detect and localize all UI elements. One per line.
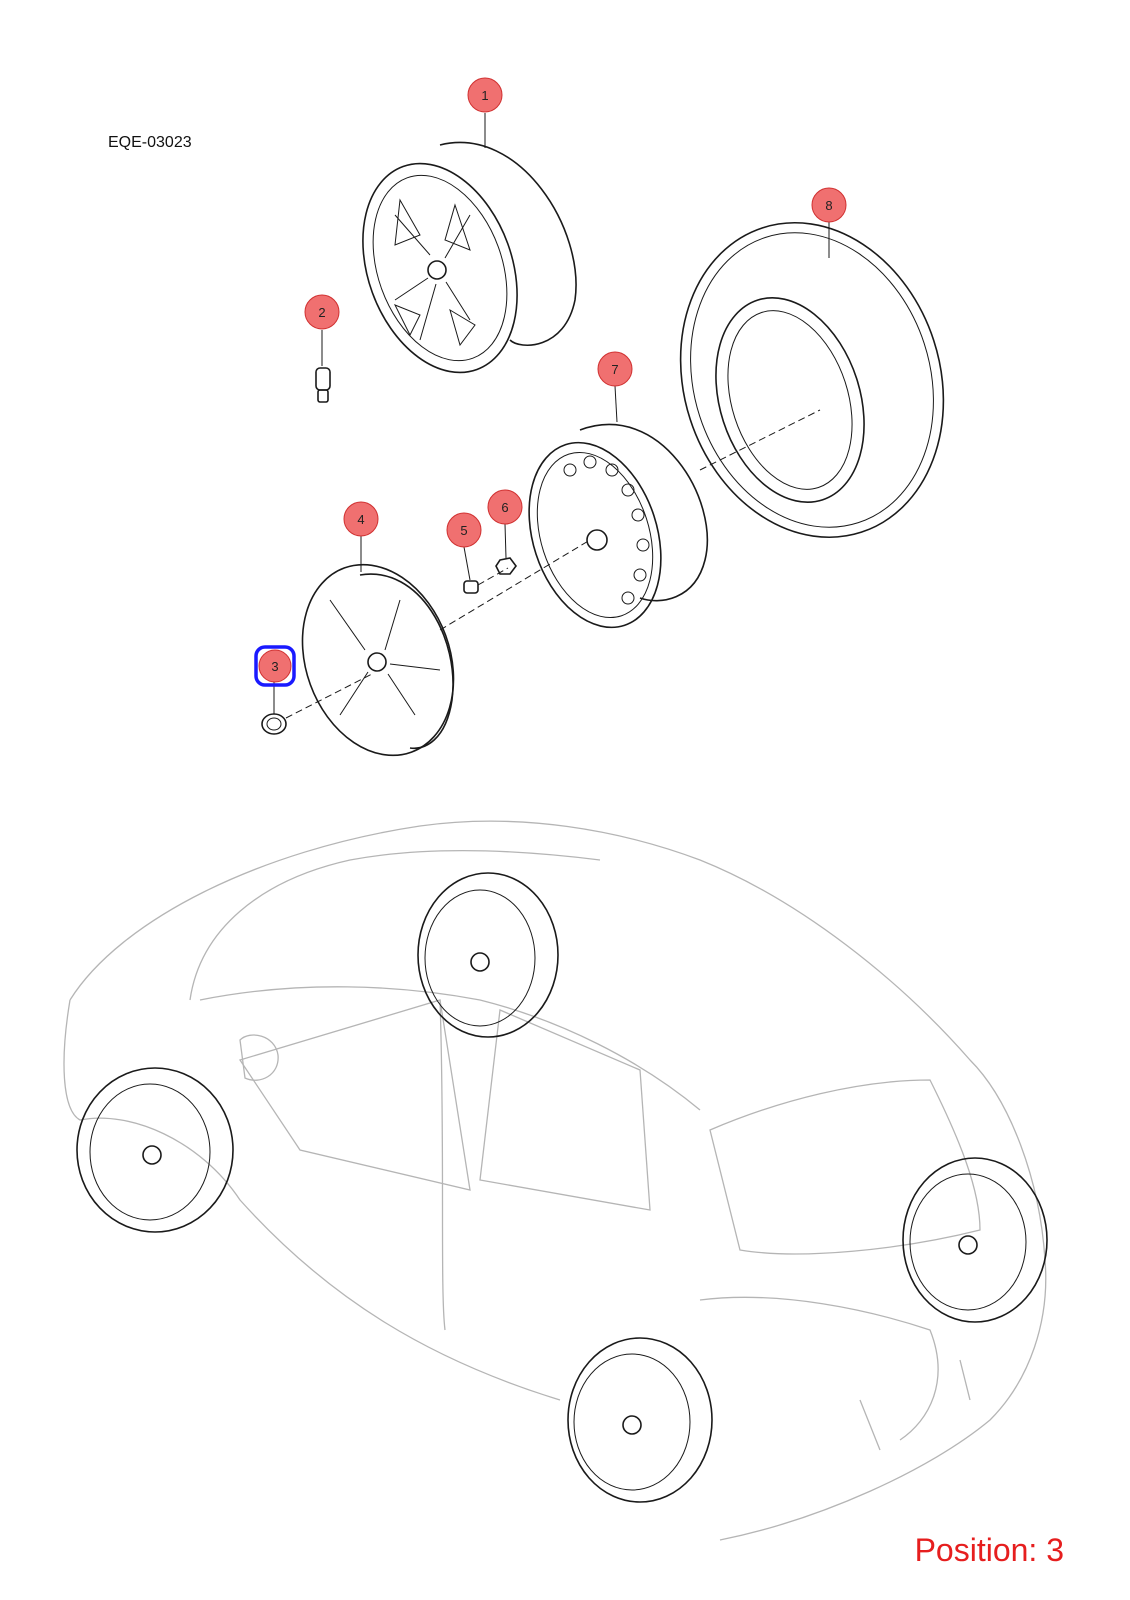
callout-4[interactable]: 4 (343, 501, 379, 537)
vehicle-wheel-rear-left (567, 1337, 713, 1503)
selection-outline (254, 645, 296, 687)
callout-leaders (273, 113, 830, 714)
vehicle-wheel-rear-right (902, 1157, 1048, 1323)
wheel-trim-part[interactable] (277, 543, 479, 776)
tyre-valve-part[interactable] (315, 367, 331, 403)
svg-text:7: 7 (611, 362, 618, 377)
svg-text:2: 2 (318, 305, 325, 320)
wheel-nut-part[interactable] (495, 557, 517, 575)
diagram-code: EQE-03023 (108, 134, 192, 151)
svg-text:3: 3 (271, 659, 278, 674)
svg-text:1: 1 (481, 88, 488, 103)
callout-1[interactable]: 1 (467, 77, 503, 113)
callout-3[interactable]: 3 (254, 645, 296, 687)
svg-text:6: 6 (501, 500, 508, 515)
selected-position-label: Position: 3 (914, 1532, 1064, 1568)
alloy-wheel-part[interactable] (335, 141, 577, 394)
callout-5[interactable]: 5 (446, 512, 482, 548)
svg-text:5: 5 (460, 523, 467, 538)
centre-cap-part[interactable] (261, 713, 287, 735)
callout-8[interactable]: 8 (811, 187, 847, 223)
svg-text:8: 8 (825, 198, 832, 213)
vehicle-outline (63, 820, 1047, 1541)
steel-wheel-part[interactable] (507, 423, 709, 645)
vehicle-wheel-front-right (417, 872, 559, 1038)
callout-6[interactable]: 6 (487, 489, 523, 525)
wheel-bolt-part[interactable] (463, 580, 479, 594)
tyre-part[interactable] (641, 188, 983, 571)
svg-text:4: 4 (357, 512, 364, 527)
callout-7[interactable]: 7 (597, 351, 633, 387)
vehicle-wheel-front-left (76, 1067, 234, 1233)
callout-2[interactable]: 2 (304, 294, 340, 330)
